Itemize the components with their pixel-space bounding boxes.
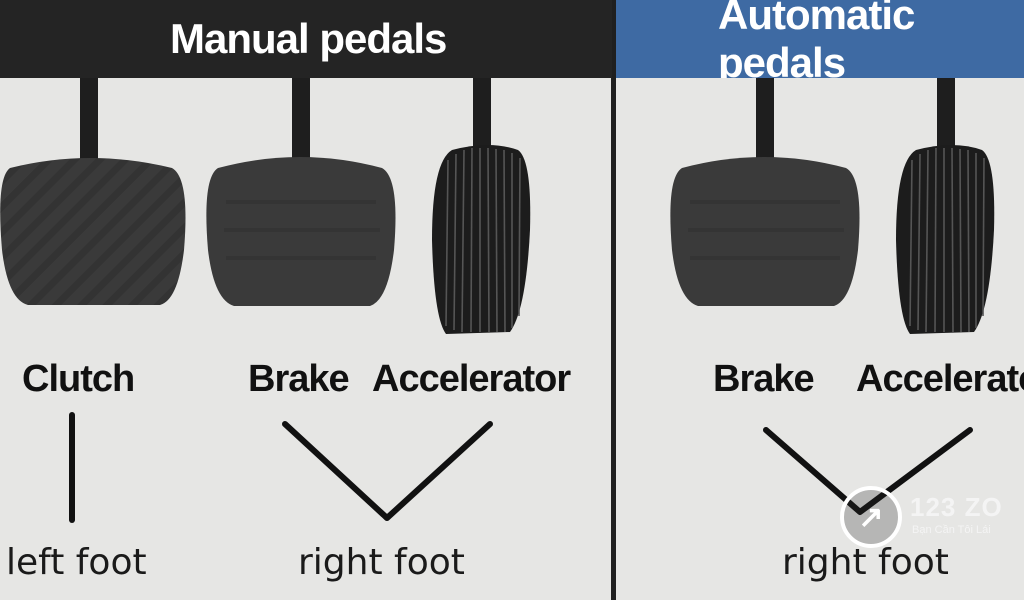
auto-brake-stem: [756, 78, 774, 160]
accelerator-pedal-manual: [432, 145, 531, 334]
right-foot-label-automatic: right foot: [782, 542, 949, 583]
auto-accelerator-stem: [937, 78, 955, 158]
brake-label-automatic: Brake: [713, 358, 815, 400]
manual-title: Manual pedals: [170, 15, 447, 62]
logo-name: 123 ZO: [910, 492, 1003, 522]
right-foot-connector-manual: [282, 421, 493, 521]
automatic-header: Automatic pedals: [616, 0, 1024, 78]
logo-tagline: Bạn Cần Tôi Lái: [912, 524, 991, 536]
automatic-title: Automatic pedals: [718, 0, 915, 78]
watermark-logo: ↗ 123 ZO Bạn Cần Tôi Lái: [840, 486, 1020, 552]
clutch-stem: [80, 78, 98, 160]
accelerator-stem: [473, 78, 491, 158]
brake-pedal-manual: [206, 157, 396, 306]
manual-header: Manual pedals: [0, 0, 612, 78]
panel-divider: [611, 0, 616, 600]
accelerator-pedal-automatic: [896, 145, 995, 334]
right-foot-label-manual: right foot: [298, 542, 465, 583]
brake-pedal-automatic: [670, 157, 860, 306]
manual-panel: Manual pedals: [0, 0, 612, 78]
accelerator-label-manual: Accelerator: [372, 358, 571, 400]
clutch-label: Clutch: [22, 358, 135, 400]
clutch-pedal: [0, 158, 186, 305]
accelerator-label-automatic: Accelerato: [856, 358, 1024, 400]
brake-label-manual: Brake: [248, 358, 350, 400]
automatic-panel: Automatic pedals: [616, 0, 1024, 78]
left-foot-label: left foot: [6, 542, 147, 583]
logo-mark-icon: ↗: [840, 486, 902, 548]
brake-stem: [292, 78, 310, 160]
